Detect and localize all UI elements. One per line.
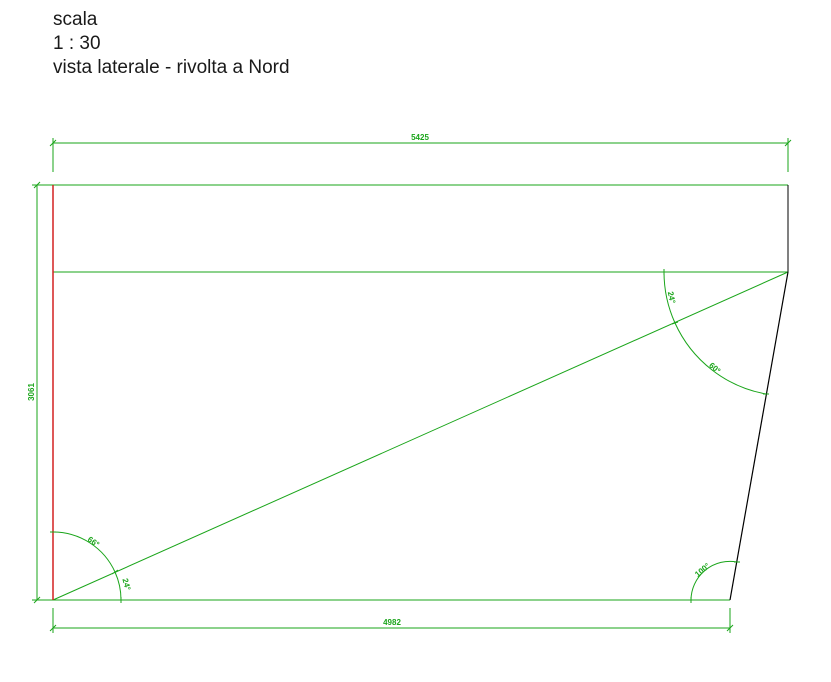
height-dimension-tick-bottom — [33, 596, 41, 604]
height-dimension-label: 3061 — [27, 383, 36, 401]
scale-label: scala — [53, 9, 98, 30]
arc-bottom-left-tick2 — [111, 569, 119, 575]
arc-bottom-left-lower — [114, 571, 122, 601]
top-dimension-tick-right — [784, 139, 792, 147]
top-dimension-tick-left — [49, 139, 57, 147]
arc-bottom-left-upper — [52, 531, 116, 573]
angle-label-bottom-right: 100° — [693, 561, 711, 579]
diagonal-edge — [52, 271, 789, 601]
top-dimension-label: 5425 — [411, 133, 429, 142]
angle-arcs — [50, 269, 769, 603]
arc-top-right-lower — [674, 322, 767, 395]
bottom-dimension-tick-right — [726, 624, 734, 632]
right-edge-slanted — [729, 271, 789, 601]
bottom-dimension-tick-left — [49, 624, 57, 632]
bottom-dimension-label: 4982 — [383, 618, 401, 627]
bottom-dimension — [49, 608, 734, 633]
scale-ratio: 1 : 30 — [53, 33, 101, 54]
angle-label-top-right-upper: 24° — [666, 291, 677, 305]
arc-top-right-tick2 — [671, 321, 679, 325]
angle-label-bottom-left-upper: 66° — [86, 535, 101, 549]
height-dimension — [32, 181, 53, 604]
outline — [52, 184, 789, 601]
arc-bottom-right — [690, 560, 738, 601]
top-dimension — [49, 138, 792, 172]
angle-label-top-right-lower: 60° — [707, 361, 722, 376]
view-description: vista laterale - rivolta a Nord — [53, 57, 290, 78]
angle-label-bottom-left-lower: 24° — [121, 577, 133, 591]
height-dimension-tick-top — [33, 181, 41, 189]
title-block: scala 1 : 30 vista laterale - rivolta a … — [53, 8, 290, 80]
